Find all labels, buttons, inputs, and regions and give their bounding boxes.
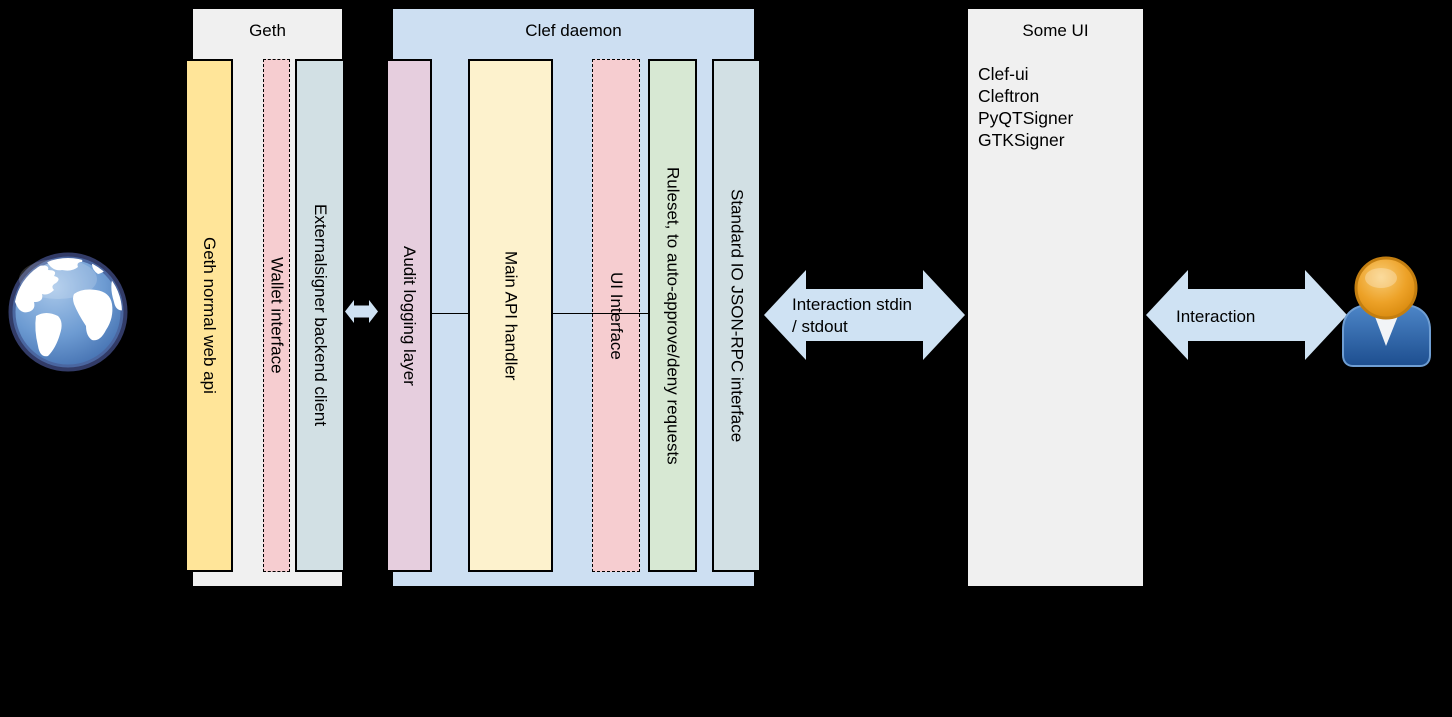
list-item: Clef-ui bbox=[978, 64, 1029, 84]
ui-user-arrow-label: Interaction bbox=[1176, 307, 1256, 326]
bar-label: Ruleset, to auto-approve/deny requests bbox=[663, 166, 683, 465]
some-ui-title: Some UI bbox=[1022, 21, 1089, 40]
list-item: GTKSigner bbox=[978, 130, 1065, 150]
bar-label: UI Interface bbox=[607, 271, 626, 360]
connector-line bbox=[553, 313, 648, 314]
geth-clef-arrow bbox=[345, 300, 378, 323]
geth-normal-web-api-bar: Geth normal web api bbox=[185, 59, 233, 572]
bar-label: Standard IO JSON-RPC interface bbox=[727, 188, 747, 443]
list-item: Cleftron bbox=[978, 86, 1040, 106]
geth-title: Geth bbox=[249, 21, 286, 40]
bar-label: Main API handler bbox=[501, 250, 521, 381]
ui-interface-bar: UI Interface bbox=[592, 59, 640, 572]
externalsigner-backend-client-bar: Externalsigner backend client bbox=[295, 59, 345, 572]
ui-user-arrow bbox=[1146, 270, 1347, 360]
clef-daemon-title: Clef daemon bbox=[525, 21, 622, 40]
some-ui-container: Some UI Clef-ui Cleftron PyQTSigner GTKS… bbox=[968, 9, 1143, 586]
ruleset-bar: Ruleset, to auto-approve/deny requests bbox=[648, 59, 697, 572]
bar-label: Externalsigner backend client bbox=[311, 204, 330, 427]
globe-icon bbox=[8, 252, 128, 372]
audit-logging-layer-bar: Audit logging layer bbox=[386, 59, 432, 572]
bar-label: Audit logging layer bbox=[400, 245, 419, 386]
person-icon bbox=[1342, 256, 1431, 367]
main-api-handler-bar: Main API handler bbox=[468, 59, 553, 572]
some-ui-list: Clef-ui Cleftron PyQTSigner GTKSigner bbox=[978, 63, 1073, 151]
connector-line bbox=[432, 313, 468, 314]
clef-ui-arrow bbox=[764, 270, 965, 360]
clef-daemon-container: Clef daemon bbox=[393, 9, 754, 586]
list-item: PyQTSigner bbox=[978, 108, 1074, 128]
wallet-interface-bar: Wallet interface bbox=[263, 59, 290, 572]
standard-io-json-rpc-bar: Standard IO JSON-RPC interface bbox=[712, 59, 761, 572]
bar-label: Geth normal web api bbox=[200, 237, 219, 394]
clef-ui-arrow-label: Interaction stdin / stdout bbox=[792, 295, 913, 336]
bar-label: Wallet interface bbox=[267, 257, 287, 374]
